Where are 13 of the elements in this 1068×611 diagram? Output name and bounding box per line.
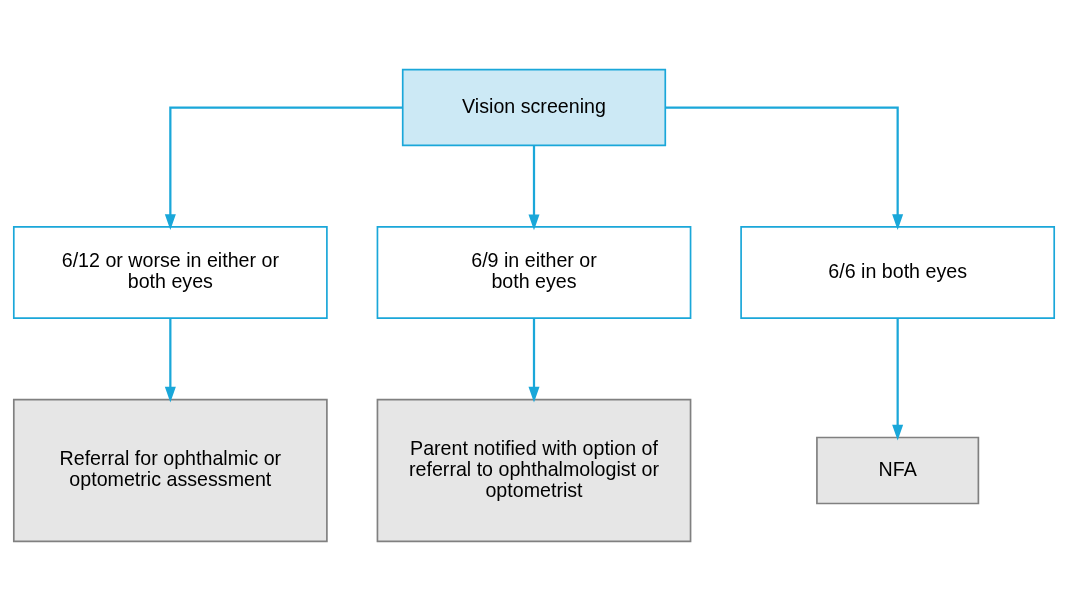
node-box: Referral for ophthalmic or optometric assessment	[12, 398, 328, 543]
arrow	[528, 318, 540, 403]
node-box: 6/12 or worse in either or both eyes	[12, 226, 328, 319]
node-box: 6/6 in both eyes	[740, 226, 1056, 319]
node-box: 6/9 in either or both eyes	[376, 226, 692, 319]
arrow	[164, 106, 403, 230]
arrow	[665, 106, 904, 230]
arrow	[528, 145, 540, 231]
node-box: Vision screening	[401, 68, 667, 147]
arrow	[164, 318, 176, 403]
arrow	[892, 318, 904, 441]
node-box: NFA	[816, 436, 980, 505]
node-box: Parent notified with option of referral to ophthalmologist or optometrist	[376, 398, 692, 543]
